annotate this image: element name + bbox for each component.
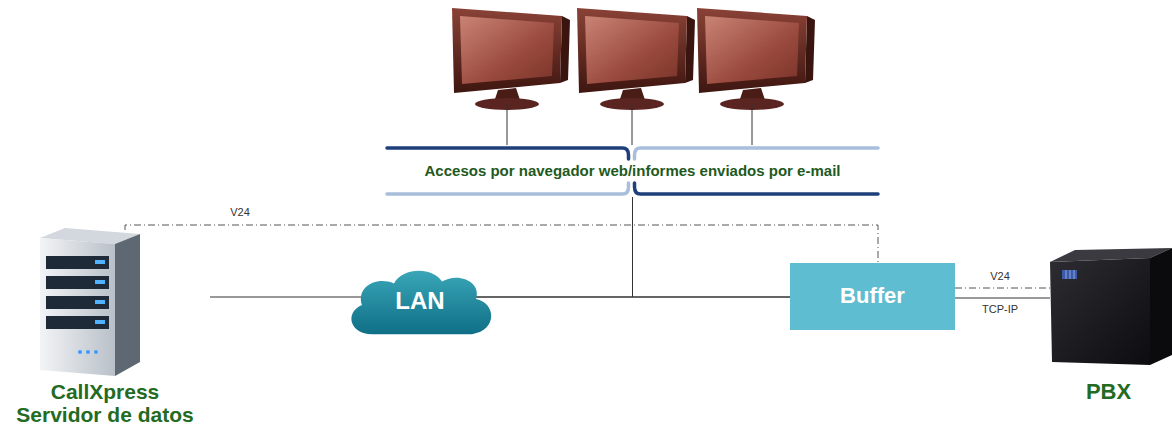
monitor-icon xyxy=(452,8,570,110)
drive-bay xyxy=(46,316,109,329)
pbx-node: PBX xyxy=(1045,248,1172,404)
node-label: CallXpress xyxy=(51,380,160,403)
pbx-side xyxy=(1150,248,1172,365)
led xyxy=(1062,270,1077,279)
monitor-icon xyxy=(577,8,695,110)
monitor-wire xyxy=(632,104,633,145)
connector xyxy=(633,197,791,297)
led xyxy=(86,350,90,354)
led xyxy=(95,300,105,304)
led xyxy=(95,320,105,324)
signal-label: TCP-IP xyxy=(980,303,1020,316)
drive-bay xyxy=(46,276,109,289)
node-label: Accesos por navegador web/informes envia… xyxy=(425,162,841,180)
bracket-line xyxy=(387,148,629,159)
pbx-front xyxy=(1050,258,1150,365)
cloud-outline xyxy=(351,271,491,334)
node-label: LAN xyxy=(395,288,444,314)
node-label: PBX xyxy=(1086,380,1131,404)
monitor-icon xyxy=(697,8,815,110)
buffer-box: Buffer xyxy=(790,263,955,330)
led xyxy=(1074,270,1075,279)
led xyxy=(78,350,82,354)
node-label: Buffer xyxy=(840,284,905,308)
drive-bay xyxy=(46,256,109,269)
pbx-icon xyxy=(1050,248,1172,365)
connector xyxy=(210,297,370,298)
led xyxy=(94,350,98,354)
monitor-wire xyxy=(507,104,508,145)
connector xyxy=(955,288,1050,289)
monitor-wire xyxy=(752,104,753,145)
led xyxy=(95,260,105,264)
bracket-line xyxy=(635,183,879,194)
drive-bay xyxy=(46,296,109,309)
connector xyxy=(955,298,1050,299)
signal-label: V24 xyxy=(988,270,1012,283)
bracket-line xyxy=(635,148,879,159)
signal-label: V24 xyxy=(228,206,252,219)
led xyxy=(1070,270,1071,279)
lan-cloud: LAN xyxy=(340,262,500,340)
server-node: CallXpressServidor de datos xyxy=(0,230,210,426)
server-front xyxy=(40,238,115,376)
server-side xyxy=(115,234,140,376)
connector xyxy=(125,225,878,263)
access-band: Accesos por navegador web/informes envia… xyxy=(385,145,880,197)
server-icon xyxy=(40,228,140,376)
led xyxy=(1066,270,1067,279)
led xyxy=(95,280,105,284)
bracket-line xyxy=(387,183,629,194)
node-label: Servidor de datos xyxy=(16,403,193,426)
connector xyxy=(470,197,633,297)
